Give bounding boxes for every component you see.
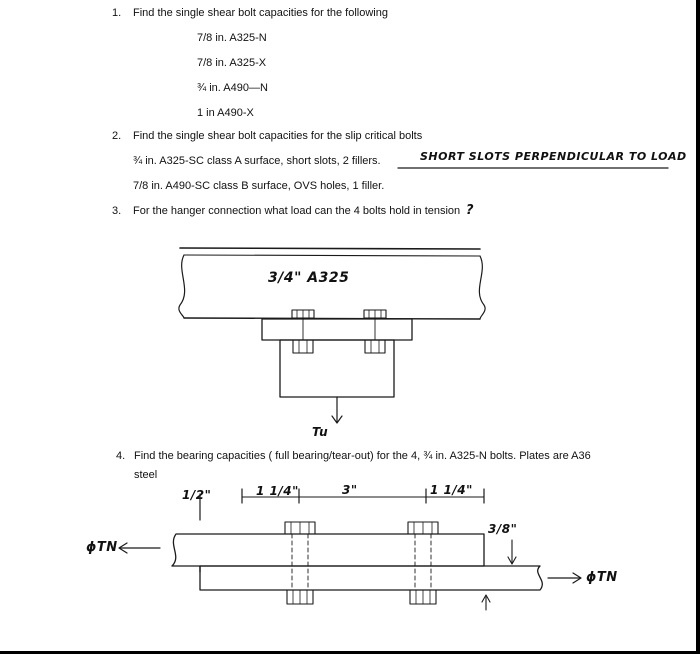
bolt-nut-right [364,339,386,354]
tee-stem [279,339,395,398]
q4-dim-spacing: 3" [342,483,358,497]
q1-item-1: 7/8 in. A325-N [197,32,267,44]
q1-item-4: 1 in A490-X [197,107,254,119]
q4-number: 4. [116,450,126,462]
q4-prompt-line2: steel [134,469,158,481]
q3-bolt-label: 3/4" A325 [268,270,350,286]
q2-number: 2. [112,130,122,142]
page-edge-bottom [0,651,700,654]
q3-handwritten-qmark: ? [466,203,475,218]
q2-prompt: Find the single shear bolt capacities fo… [133,130,423,142]
q4-dim-thickness: 3/8" [488,522,518,536]
q4-load-left: ϕTN [86,540,118,555]
q4-load-right: ϕTN [586,570,618,585]
q3-load-label: Tu [312,425,329,439]
q1-item-3: ¾ in. A490—N [197,82,268,94]
beam-top-flange [179,247,481,250]
q1-prompt: Find the single shear bolt capacities fo… [133,7,388,19]
bolt-nut-left [292,339,314,354]
q1-number: 1. [112,7,122,19]
q3-number: 3. [112,205,122,217]
q2-line-2: 7/8 in. A490-SC class B surface, OVS hol… [133,180,385,192]
q1-item-2: 7/8 in. A325-X [197,57,267,69]
q4-dim-edge-right: 1 1/4" [430,483,473,497]
tee-flange [261,318,413,341]
q4-splice-diagram [118,488,582,611]
q4-dim-edge-left: 1 1/4" [256,484,299,498]
page-edge-right [696,0,700,654]
load-arrow-head [331,415,343,424]
q2-handwritten-note: SHORT SLOTS PERPENDICULAR TO LOAD [420,150,687,163]
beam-break-right [478,255,486,320]
plate-right [199,565,543,591]
q3-hanger-diagram [178,247,486,424]
q3-prompt: For the hanger connection what load can … [133,205,461,217]
plate-left [171,533,485,567]
q4-dim-edge-half: 1/2" [182,488,212,502]
q2-line-1: ¾ in. A325-SC class A surface, short slo… [133,155,381,167]
q4-prompt-line1: Find the bearing capacities ( full beari… [134,450,591,462]
beam-break-left [178,254,186,319]
